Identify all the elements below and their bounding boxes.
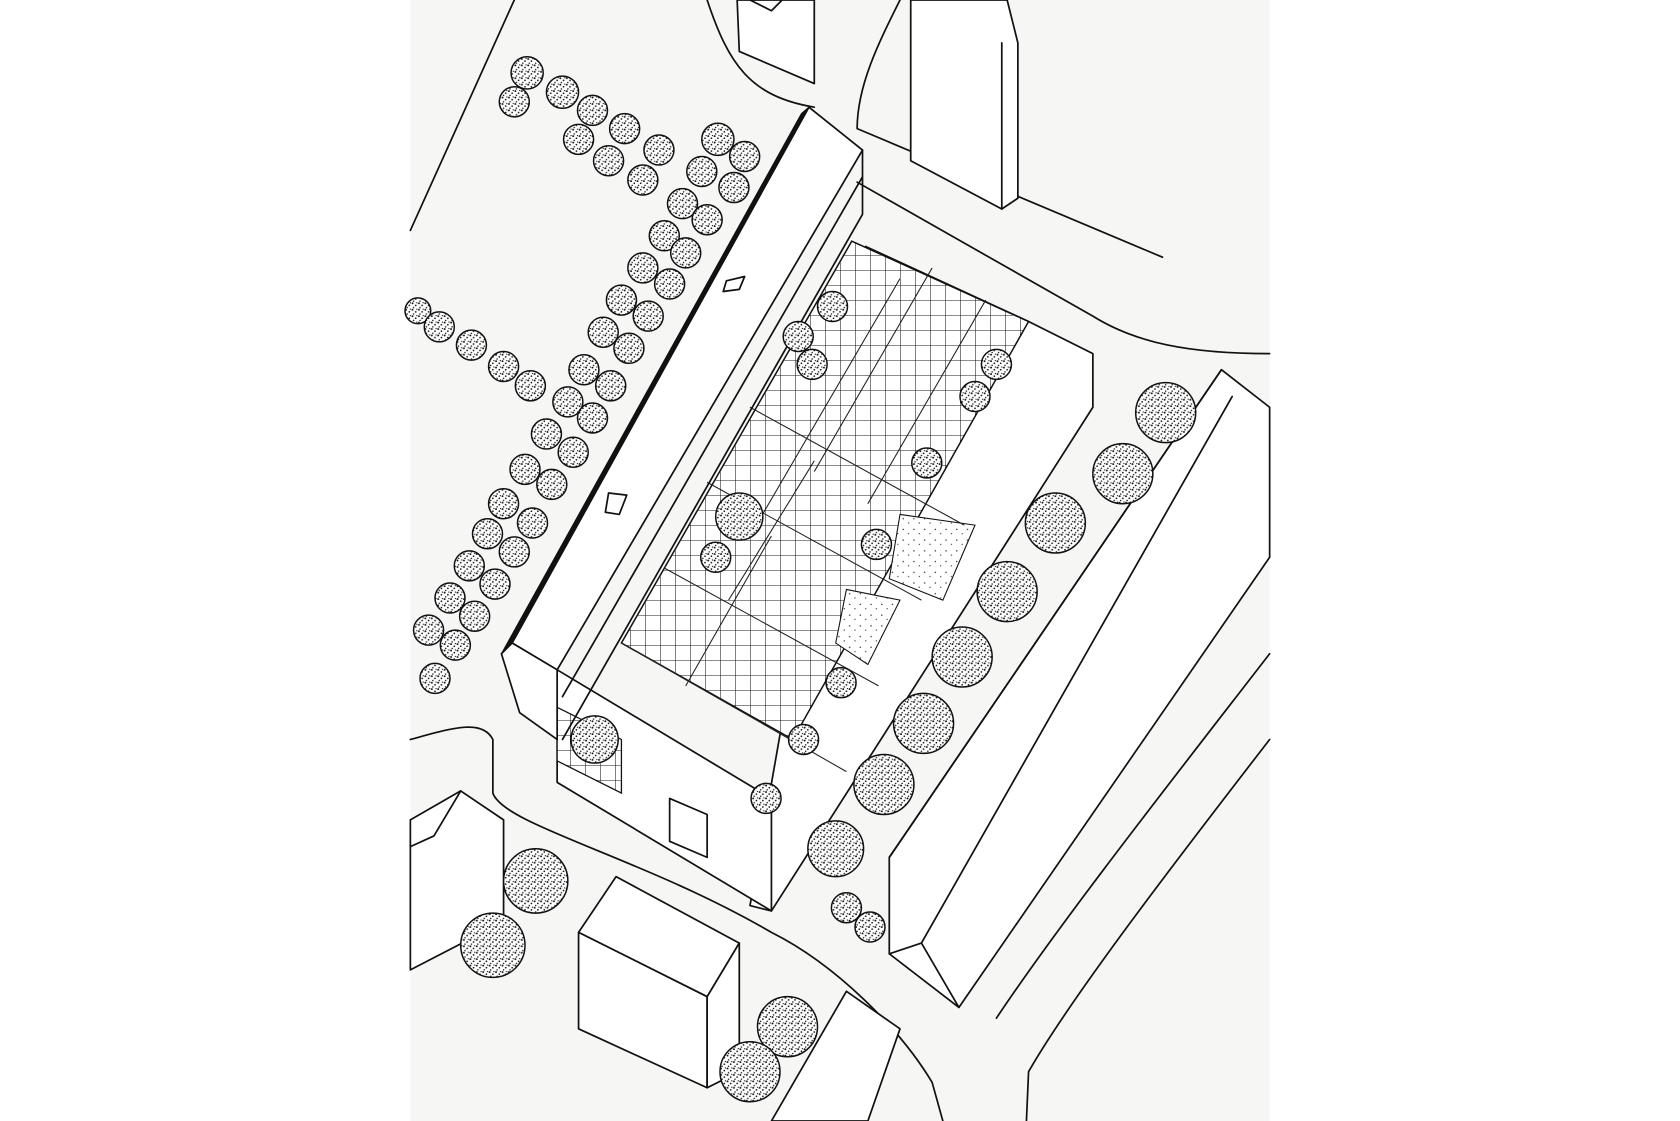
tree-icon: [892, 692, 955, 755]
tree-icon: [816, 290, 849, 323]
tree-icon: [860, 528, 893, 561]
tree-icon: [487, 487, 520, 520]
tree-icon: [666, 187, 699, 220]
tree-icon: [714, 492, 764, 541]
tree-icon: [911, 447, 943, 479]
tree-icon: [536, 468, 568, 501]
tree-icon: [825, 666, 857, 699]
tree-icon: [959, 380, 991, 413]
tree-icon: [458, 600, 491, 632]
tree-icon: [787, 723, 820, 756]
tree-icon: [498, 536, 531, 568]
tree-icon: [453, 550, 486, 582]
tree-icon: [653, 268, 686, 300]
tree-icon: [439, 629, 472, 661]
tree-icon: [728, 140, 761, 173]
tree-icon: [423, 311, 456, 343]
tree-icon: [592, 145, 625, 177]
tree-icon: [853, 753, 915, 816]
tree-icon: [552, 386, 584, 418]
tree-icon: [568, 353, 600, 386]
tree-icon: [412, 614, 445, 646]
tree-icon: [434, 582, 466, 614]
tree-icon: [854, 911, 886, 943]
bottom-buildings: [409, 790, 901, 1121]
tree-icon: [502, 848, 569, 914]
tree-icon: [691, 203, 723, 236]
tree-icon: [796, 348, 828, 381]
right-long-building: [888, 368, 1271, 1009]
tree-icon: [1092, 442, 1154, 505]
tree-icon: [756, 995, 819, 1058]
tree-icon: [1134, 381, 1197, 444]
tree-icon: [557, 436, 589, 469]
tree-icon: [643, 134, 675, 166]
tree-icon: [570, 715, 619, 764]
tree-icon: [807, 820, 865, 878]
tree-icon: [404, 297, 432, 325]
tree-icon: [509, 453, 541, 486]
tree-icon: [605, 284, 638, 316]
tree-icon: [419, 662, 451, 695]
tree-icon: [830, 891, 863, 924]
tree-icon: [455, 329, 488, 361]
tree-icon: [719, 1040, 781, 1103]
tree-icon: [479, 568, 511, 600]
tree-icon: [516, 507, 549, 539]
tree-icon: [701, 122, 735, 157]
tree-icon: [648, 220, 681, 252]
tree-icon: [514, 370, 547, 402]
tree-icon: [510, 56, 544, 90]
tree-icon: [750, 782, 782, 815]
tree-icon: [980, 348, 1013, 381]
tree-icon: [562, 123, 595, 156]
tree-icon: [976, 560, 1038, 623]
tree-icon: [459, 912, 526, 979]
tree-icon: [576, 402, 609, 434]
tree-icon: [471, 517, 504, 550]
tree-icon: [487, 350, 520, 383]
tree-icon: [718, 171, 750, 204]
tree-icon: [545, 75, 580, 109]
tree-icon: [627, 252, 659, 284]
tree-icon: [686, 155, 718, 188]
tree-icon: [632, 300, 664, 332]
tree-icon: [1024, 492, 1087, 554]
tree-icon: [669, 237, 702, 269]
tree-icon: [587, 316, 619, 348]
trees: [404, 56, 1197, 1103]
tree-icon: [699, 541, 732, 574]
tree-icon: [627, 164, 659, 196]
tree-icon: [594, 370, 627, 402]
tree-icon: [498, 86, 531, 118]
tree-icon: [931, 626, 993, 688]
tree-icon: [613, 332, 645, 365]
tree-icon: [530, 418, 563, 450]
top-buildings: [736, 0, 1019, 210]
tree-icon: [608, 112, 641, 145]
tree-icon: [782, 320, 814, 353]
tree-icon: [576, 94, 609, 127]
